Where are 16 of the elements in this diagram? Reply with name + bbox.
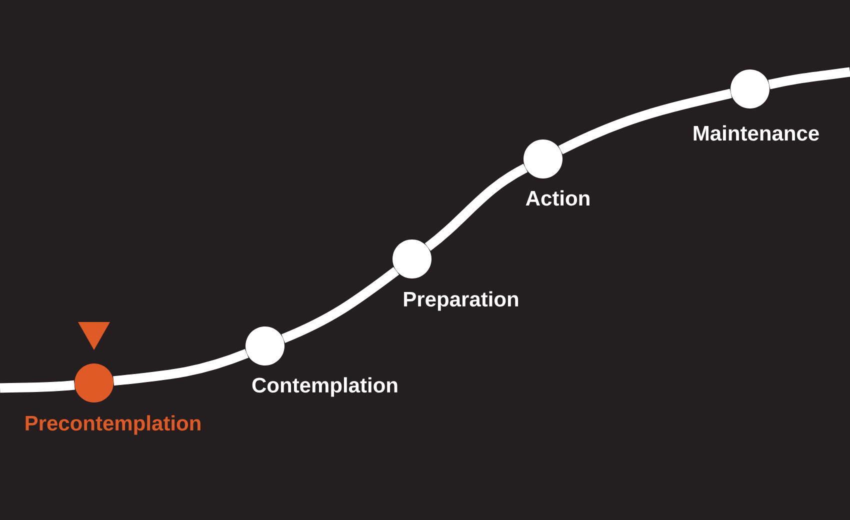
stage-dot [246, 326, 284, 366]
curve-line [558, 88, 732, 154]
stage-label: Contemplation [252, 377, 398, 397]
curve-line [768, 67, 850, 90]
stage-dot [730, 70, 770, 108]
stage-label: Preparation [404, 291, 518, 311]
stage-label: Maintenance [694, 125, 819, 141]
stage-dot [392, 240, 432, 278]
curve-line [281, 267, 400, 343]
stage-dot [74, 364, 114, 402]
stage-dot [524, 140, 562, 178]
stage-label: Action [526, 190, 590, 206]
curve-line [0, 380, 75, 393]
curve-line [113, 348, 248, 386]
stage-label: Precontemplation [26, 415, 200, 435]
curve-line [424, 164, 528, 251]
